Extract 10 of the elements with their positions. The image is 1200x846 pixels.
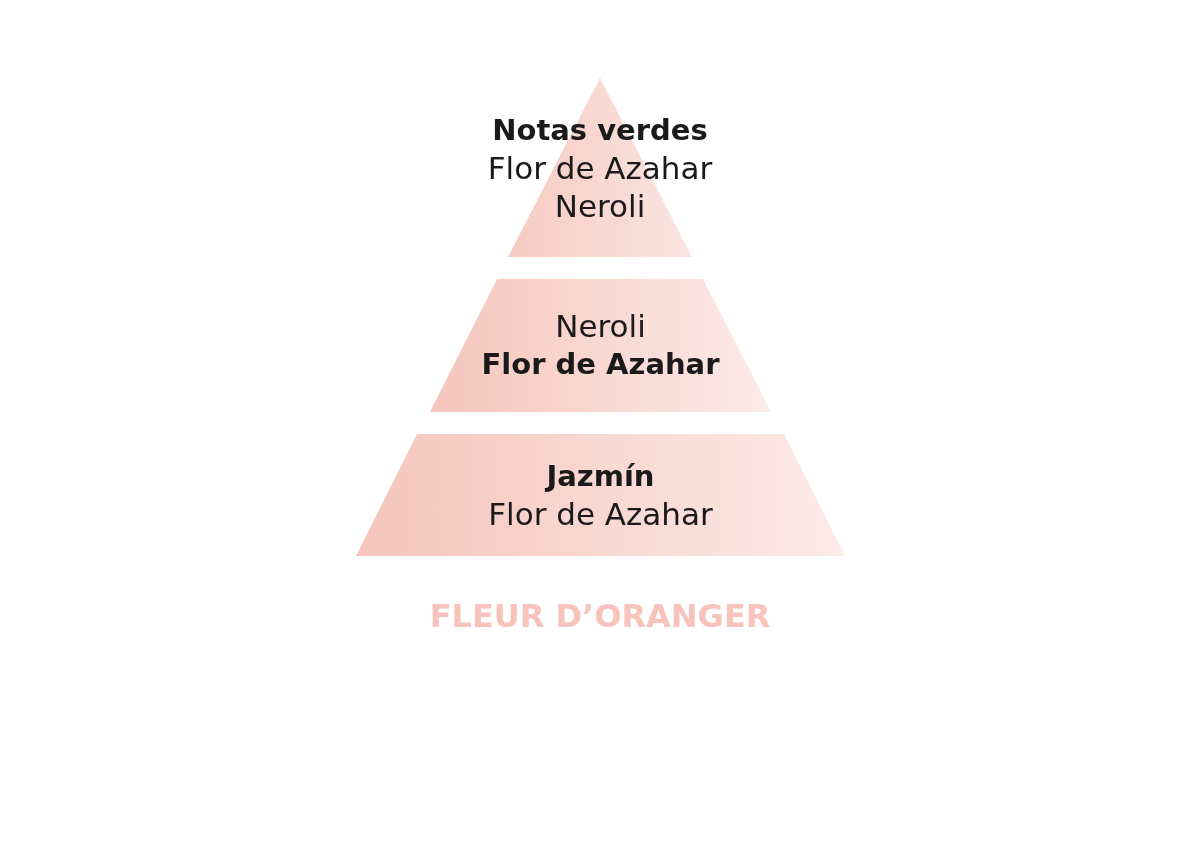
note-text: Jazmín xyxy=(546,458,655,495)
note-text: Flor de Azahar xyxy=(481,346,720,383)
note-text: Neroli xyxy=(554,187,646,225)
pyramid-tier xyxy=(356,434,845,556)
fragrance-title: FLEUR D’ORANGER xyxy=(429,596,771,637)
pyramid-tier xyxy=(430,279,771,412)
note-text: Flor de Azahar xyxy=(487,149,713,187)
note-text: Flor de Azahar xyxy=(488,495,713,533)
note-text: Neroli xyxy=(555,307,646,345)
note-text: Notas verdes xyxy=(492,112,708,149)
